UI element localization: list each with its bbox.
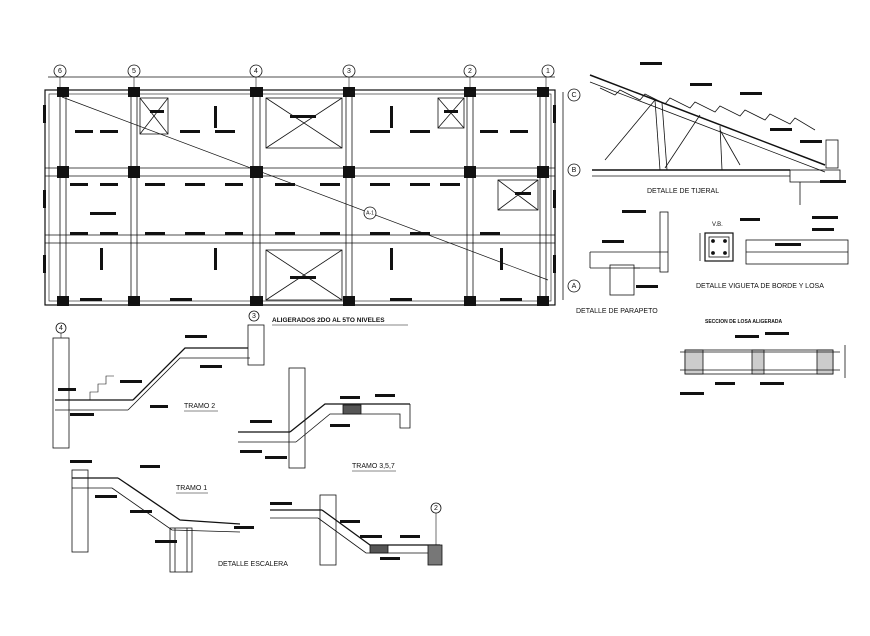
losa-section xyxy=(680,345,846,378)
plan-columns xyxy=(57,87,549,306)
losa-title: SECCION DE LOSA ALIGERADA xyxy=(705,319,783,325)
parapet-detail xyxy=(589,211,669,296)
grid-row-b: B xyxy=(572,167,577,174)
tramo-2-label: TRAMO 2 xyxy=(184,403,215,410)
stair-detail-title: DETALLE ESCALERA xyxy=(218,561,288,568)
grid-col-5: 5 xyxy=(132,68,136,75)
stair-tramo-1-callouts xyxy=(70,460,254,543)
stair-tramo-4-callouts xyxy=(270,502,420,560)
truss-title: DETALLE DE TIJERAL xyxy=(647,188,719,195)
grid-col-3: 3 xyxy=(347,68,351,75)
axis-4-bubble: 4 xyxy=(55,322,67,338)
grid-col-1: 1 xyxy=(546,68,550,75)
vigueta-title: DETALLE VIGUETA DE BORDE Y LOSA xyxy=(696,283,824,290)
floor-plan xyxy=(44,76,564,306)
truss-callouts xyxy=(640,62,846,183)
grid-col-4: 4 xyxy=(254,68,258,75)
vigueta-callouts xyxy=(740,216,838,246)
grid-bubbles-rows: C B A xyxy=(567,88,581,293)
parapet-title: DETALLE DE PARAPETO xyxy=(576,308,658,315)
stair-tramo-2-callouts xyxy=(58,335,222,416)
plan-rebar-tags xyxy=(43,105,556,301)
tramo-1-label: TRAMO 1 xyxy=(176,485,207,492)
vigueta-detail xyxy=(699,232,849,265)
stair-axis-3: 3 xyxy=(252,313,256,320)
parapet-callouts xyxy=(602,210,658,288)
section-mark-label: A-1 xyxy=(366,210,374,216)
section-mark: A-1 xyxy=(363,206,377,220)
stair-tramo-4 xyxy=(270,494,443,566)
grid-row-a: A xyxy=(572,283,577,290)
grid-bubbles-columns: 6 5 4 3 2 1 xyxy=(53,64,555,90)
grid-col-6: 6 xyxy=(58,68,62,75)
stair-axis-2: 2 xyxy=(434,505,438,512)
stair-tramo-2 xyxy=(52,324,265,449)
stair-tramo-357 xyxy=(238,367,411,469)
stair-tramo-357-callouts xyxy=(240,394,395,459)
vigueta-tag: V.B. xyxy=(712,222,723,228)
grid-col-2: 2 xyxy=(468,68,472,75)
stair-tramo-1 xyxy=(71,469,241,573)
stair-axis-4: 4 xyxy=(59,325,63,332)
grid-row-c: C xyxy=(571,92,576,99)
tramo-357-label: TRAMO 3,5,7 xyxy=(352,463,395,470)
axis-2-bubble: 2 xyxy=(430,502,442,545)
plan-title: ALIGERADOS 2DO AL 5TO NIVELES xyxy=(272,317,385,324)
losa-callouts xyxy=(680,332,789,395)
truss-detail xyxy=(589,74,841,205)
axis-3-bubble: 3 xyxy=(248,310,260,322)
